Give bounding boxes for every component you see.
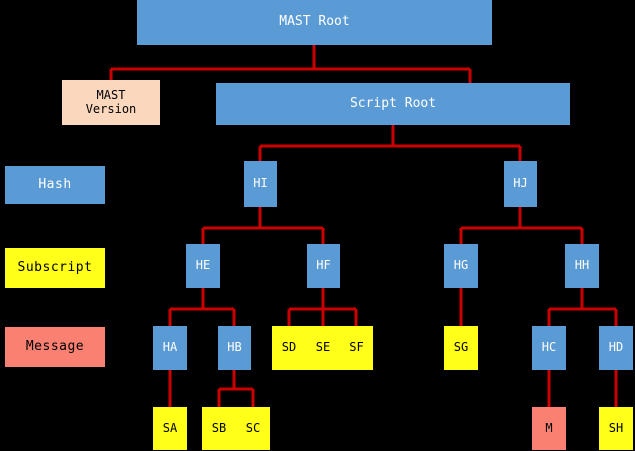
node-he[interactable]: HE xyxy=(186,244,220,288)
node-hf[interactable]: HF xyxy=(307,244,340,288)
connector-line xyxy=(258,125,522,161)
node-hc[interactable]: HC xyxy=(532,326,566,370)
node-hb[interactable]: HB xyxy=(218,326,251,370)
node-sg[interactable]: SG xyxy=(444,326,478,370)
node-sc[interactable]: SC xyxy=(236,407,270,450)
node-sb[interactable]: SB xyxy=(202,407,236,450)
connector-line xyxy=(217,370,255,407)
node-m[interactable]: M xyxy=(532,407,566,450)
node-hj[interactable]: HJ xyxy=(504,161,537,207)
legend-hash: Hash xyxy=(5,166,105,204)
node-script-root[interactable]: Script Root xyxy=(216,83,570,125)
node-ha[interactable]: HA xyxy=(153,326,187,370)
node-mast-version[interactable]: MAST Version xyxy=(62,80,160,125)
node-sh[interactable]: SH xyxy=(599,407,633,450)
node-sf[interactable]: SF xyxy=(340,326,373,370)
node-hg[interactable]: HG xyxy=(444,244,478,288)
node-sa[interactable]: SA xyxy=(153,407,187,450)
node-hd[interactable]: HD xyxy=(599,326,633,370)
connector-line xyxy=(168,288,236,326)
node-se[interactable]: SE xyxy=(306,326,340,370)
node-mast-root[interactable]: MAST Root xyxy=(137,0,492,45)
connector-line xyxy=(109,45,472,83)
legend-message: Message xyxy=(5,327,105,367)
legend-subscript: Subscript xyxy=(5,248,105,288)
connector-line xyxy=(201,207,325,244)
node-hh[interactable]: HH xyxy=(565,244,599,288)
node-hi[interactable]: HI xyxy=(244,161,277,207)
connector-line xyxy=(287,288,358,326)
node-sd[interactable]: SD xyxy=(272,326,306,370)
connector-line xyxy=(459,207,584,244)
connector-line xyxy=(547,288,618,326)
